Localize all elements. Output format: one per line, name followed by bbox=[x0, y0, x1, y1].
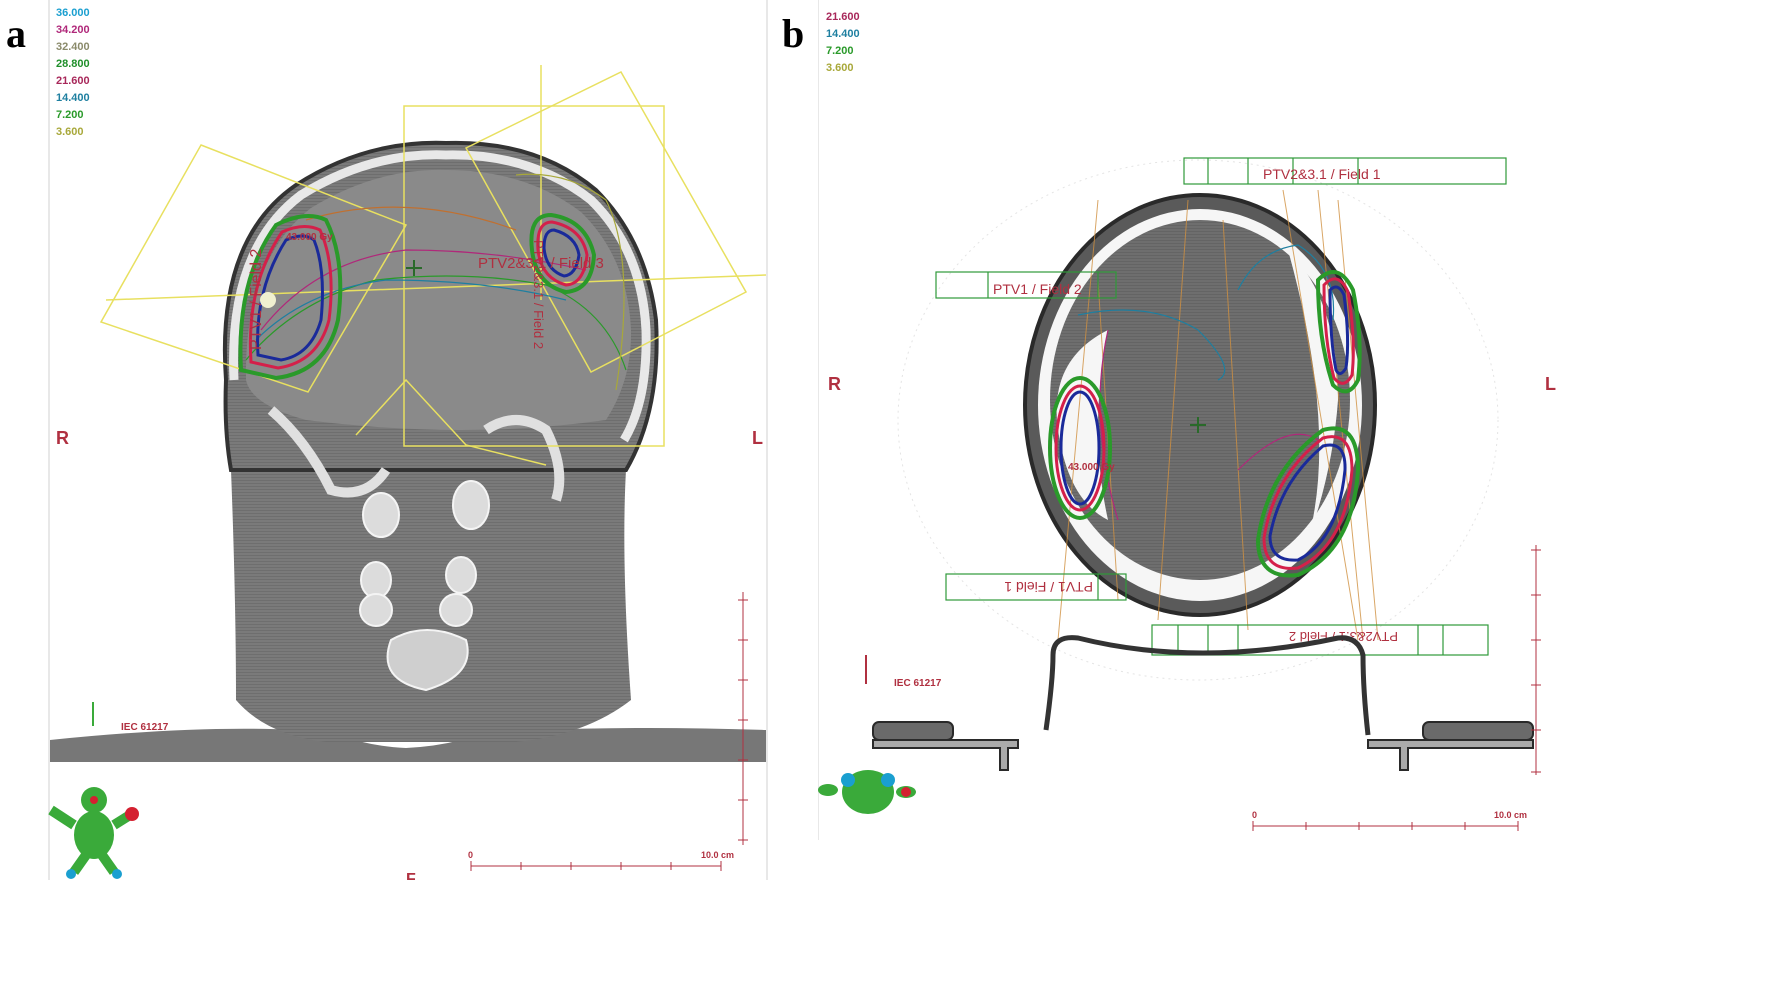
vertical-scale-bar-axial bbox=[1531, 545, 1541, 775]
isodose-value: 3.600 bbox=[56, 126, 84, 138]
isodose-value: 21.600 bbox=[56, 75, 90, 87]
iec-standard-label-axial: IEC 61217 bbox=[894, 678, 942, 689]
isodose-legend: 36.000 34.200 32.400 28.800 21.600 14.40… bbox=[56, 7, 90, 138]
brain-coronal bbox=[245, 169, 632, 430]
ptv1-target-axial bbox=[1048, 376, 1112, 520]
ptv2-upper-target bbox=[1315, 270, 1362, 394]
orientation-left-label: L bbox=[752, 428, 763, 448]
isodose-value: 34.200 bbox=[56, 24, 90, 36]
scale-start-label: 0 bbox=[468, 850, 473, 860]
patient-orientation-figure bbox=[48, 787, 139, 879]
field-label-ptv1-field1-mirrored: PTV1 / Field 1 bbox=[1004, 579, 1093, 595]
field-label-ptv2-field1: PTV2&3.1 / Field 1 bbox=[1263, 166, 1381, 182]
panel-b-axial-view: 43.000 Gy PTV2&3.1 / Field 1 PTV1 / Fiel… bbox=[818, 0, 1570, 840]
scale-end-label: 10.0 cm bbox=[701, 850, 734, 860]
orientation-bottom-label: F bbox=[406, 871, 416, 880]
field-label-ptv2-field2: PTV2&3.1 / Field 2 bbox=[531, 240, 546, 349]
horizontal-scale-bar bbox=[470, 861, 722, 871]
isodose-value: 36.000 bbox=[56, 7, 90, 19]
patient-orientation-figure-axial bbox=[818, 770, 916, 814]
isodose-value: 7.200 bbox=[826, 45, 854, 57]
isodose-value: 3.600 bbox=[826, 62, 854, 74]
orientation-left-label-axial: L bbox=[1545, 374, 1556, 394]
vertical-scale-bar bbox=[738, 592, 748, 845]
shoulder-region bbox=[50, 720, 766, 762]
max-dose-label: 43.000 Gy bbox=[286, 232, 333, 243]
scale-start-label-axial: 0 bbox=[1252, 810, 1257, 820]
field-label-ptv1-field2: PTV1 / Field 2 bbox=[248, 249, 265, 350]
isodose-value: 7.200 bbox=[56, 109, 84, 121]
orientation-right-label-axial: R bbox=[828, 374, 841, 394]
neck-region bbox=[231, 470, 631, 742]
head-rest bbox=[1043, 635, 1371, 736]
isodose-value: 21.600 bbox=[826, 11, 860, 23]
isodose-legend-axial: 21.600 14.400 7.200 3.600 bbox=[826, 11, 860, 74]
field-label-ptv1-field2: PTV1 / Field 2 bbox=[993, 281, 1082, 297]
panel-a-letter: a bbox=[6, 11, 26, 56]
isodose-lines bbox=[245, 173, 627, 391]
isodose-value: 14.400 bbox=[826, 28, 860, 40]
orientation-right-label: R bbox=[56, 428, 69, 448]
isodose-value: 28.800 bbox=[56, 58, 90, 70]
iec-standard-label: IEC 61217 bbox=[121, 722, 169, 733]
max-dose-label-axial: 43.000 Gy bbox=[1068, 462, 1115, 473]
cervical-spine bbox=[359, 480, 490, 692]
isocenter-marker bbox=[406, 260, 422, 276]
horizontal-scale-bar-axial bbox=[1252, 821, 1519, 831]
panel-b-letter: b bbox=[782, 11, 805, 56]
ptv2-lower-target bbox=[1255, 426, 1361, 578]
skull-bone bbox=[229, 150, 651, 443]
skull-base bbox=[267, 406, 565, 502]
ptv2-target bbox=[529, 212, 597, 295]
beam-outlines-yellow bbox=[99, 65, 767, 466]
scale-end-label-axial: 10.0 cm bbox=[1494, 810, 1527, 820]
couch-supports bbox=[872, 721, 1534, 771]
ptv1-target bbox=[238, 214, 343, 381]
isodose-value: 32.400 bbox=[56, 41, 90, 53]
isocenter-marker-axial bbox=[1190, 417, 1206, 433]
panel-a-coronal-view: 43.000 Gy PTV1 / Field 2 PTV2&3.1 / Fiel… bbox=[46, 0, 770, 880]
beam-lines bbox=[1057, 189, 1379, 641]
field-label-ptv2-field3: PTV2&3.1 / Field 3 bbox=[478, 255, 604, 272]
isodose-value: 14.400 bbox=[56, 92, 90, 104]
